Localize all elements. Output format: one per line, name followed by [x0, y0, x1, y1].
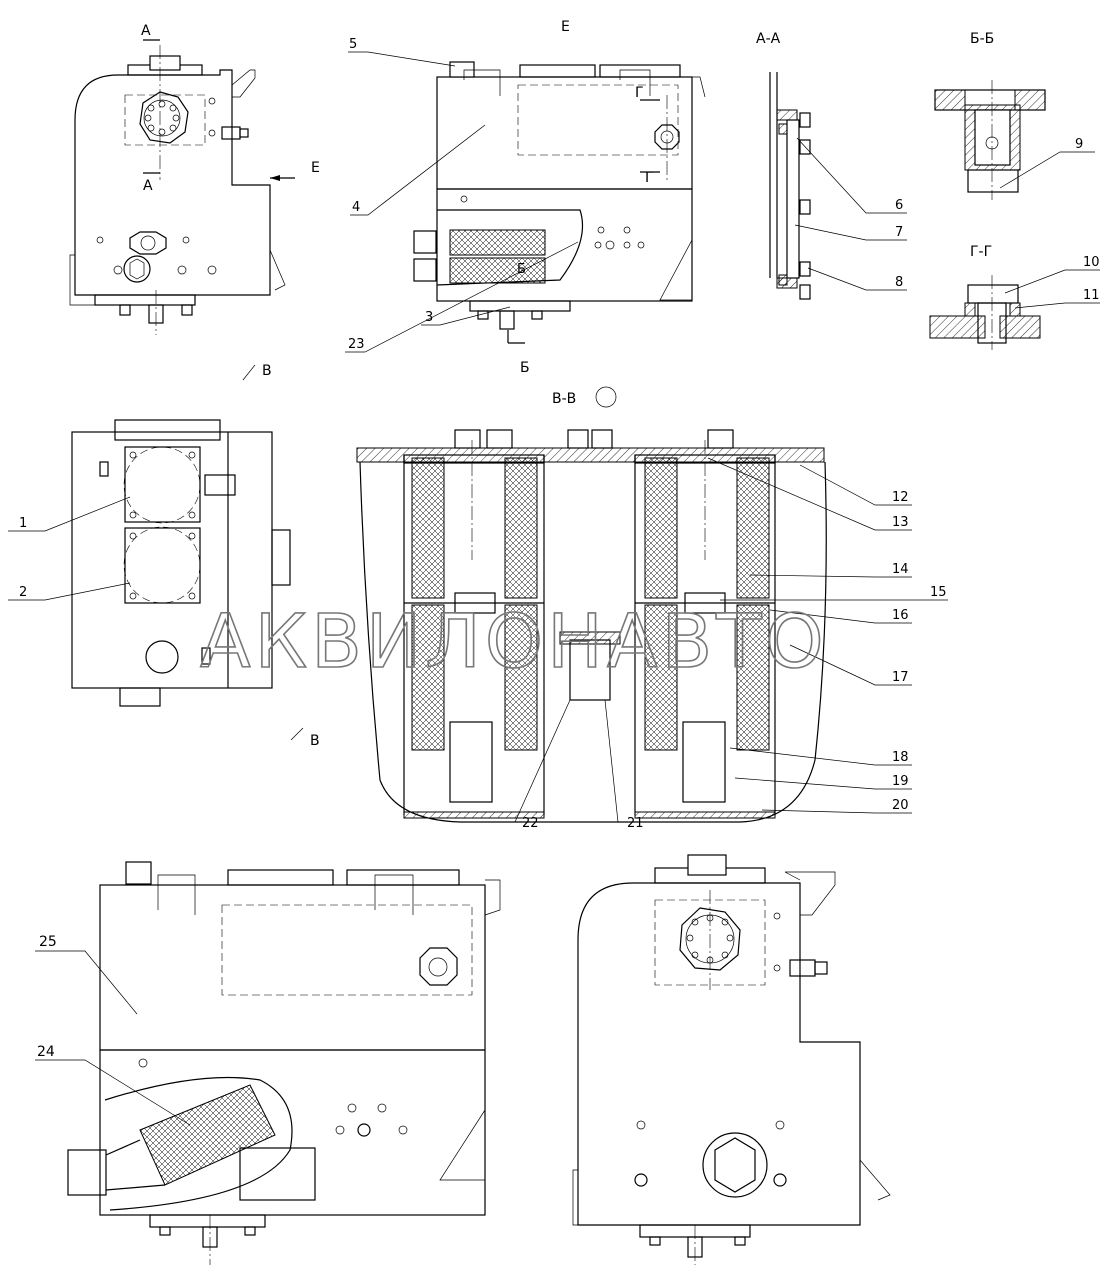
- cut-mark-v-bottom: В: [310, 733, 320, 749]
- item-number-5: 5: [349, 37, 357, 52]
- section-v-v: В-В: [356, 386, 827, 823]
- item-number-22: 22: [522, 816, 539, 831]
- top-view-middle-left: В В: [71, 363, 320, 749]
- side-view-top-center: Е Г Г Б Б: [413, 19, 706, 376]
- cut-mark-g-bottom: Г: [645, 170, 654, 186]
- section-b-b: Б-Б: [934, 31, 1046, 200]
- item-number-25: 25: [39, 934, 57, 950]
- item-number-24: 24: [37, 1044, 55, 1060]
- item-number-18: 18: [892, 750, 909, 765]
- cut-mark-a-bottom: А: [143, 178, 153, 194]
- item-number-16: 16: [892, 608, 909, 623]
- cut-mark-b: Б: [520, 360, 530, 376]
- watermark-text: АКВИЛОНАВТО: [200, 599, 828, 685]
- item-number-17: 17: [892, 670, 909, 685]
- item-number-1: 1: [19, 516, 27, 531]
- cut-mark-v-top: В: [262, 363, 272, 379]
- item-number-4: 4: [352, 200, 360, 215]
- item-number-2: 2: [19, 585, 27, 600]
- view-label-v-v: В-В: [552, 391, 576, 407]
- leader-lines: [8, 51, 1100, 1126]
- item-number-9: 9: [1075, 137, 1083, 152]
- item-numbers: 1 2 3 4 5 6 7 8 9 10 11 12 13 14 15 16 1…: [19, 37, 1100, 1060]
- view-label-b-b: Б-Б: [970, 31, 994, 47]
- item-number-14: 14: [892, 562, 909, 577]
- side-view-bottom-left: [67, 861, 501, 1265]
- item-number-20: 20: [892, 798, 909, 813]
- item-number-10: 10: [1083, 255, 1100, 270]
- view-label-a-a: А-А: [756, 31, 781, 47]
- item-number-13: 13: [892, 515, 909, 530]
- section-g-g: Г-Г: [929, 244, 1041, 350]
- section-a-a: А-А: [756, 31, 811, 300]
- cut-mark-e: Е: [311, 160, 320, 176]
- item-number-23: 23: [348, 337, 365, 352]
- item-number-3: 3: [425, 310, 433, 325]
- cut-mark-g-top: Г: [635, 85, 644, 101]
- item-number-6: 6: [895, 198, 903, 213]
- view-label-e: Е: [561, 19, 570, 35]
- cut-mark-a-top: А: [141, 23, 151, 39]
- front-view-top-left: А А Е: [69, 23, 320, 335]
- cut-mark-b-inner: Б: [517, 262, 526, 277]
- view-label-g-g: Г-Г: [970, 244, 992, 260]
- item-number-19: 19: [892, 774, 909, 789]
- item-number-7: 7: [895, 225, 903, 240]
- item-number-8: 8: [895, 275, 903, 290]
- item-number-11: 11: [1083, 288, 1100, 303]
- item-number-15: 15: [930, 585, 947, 600]
- item-number-12: 12: [892, 490, 909, 505]
- item-number-21: 21: [627, 816, 644, 831]
- front-view-bottom-right: [572, 854, 891, 1265]
